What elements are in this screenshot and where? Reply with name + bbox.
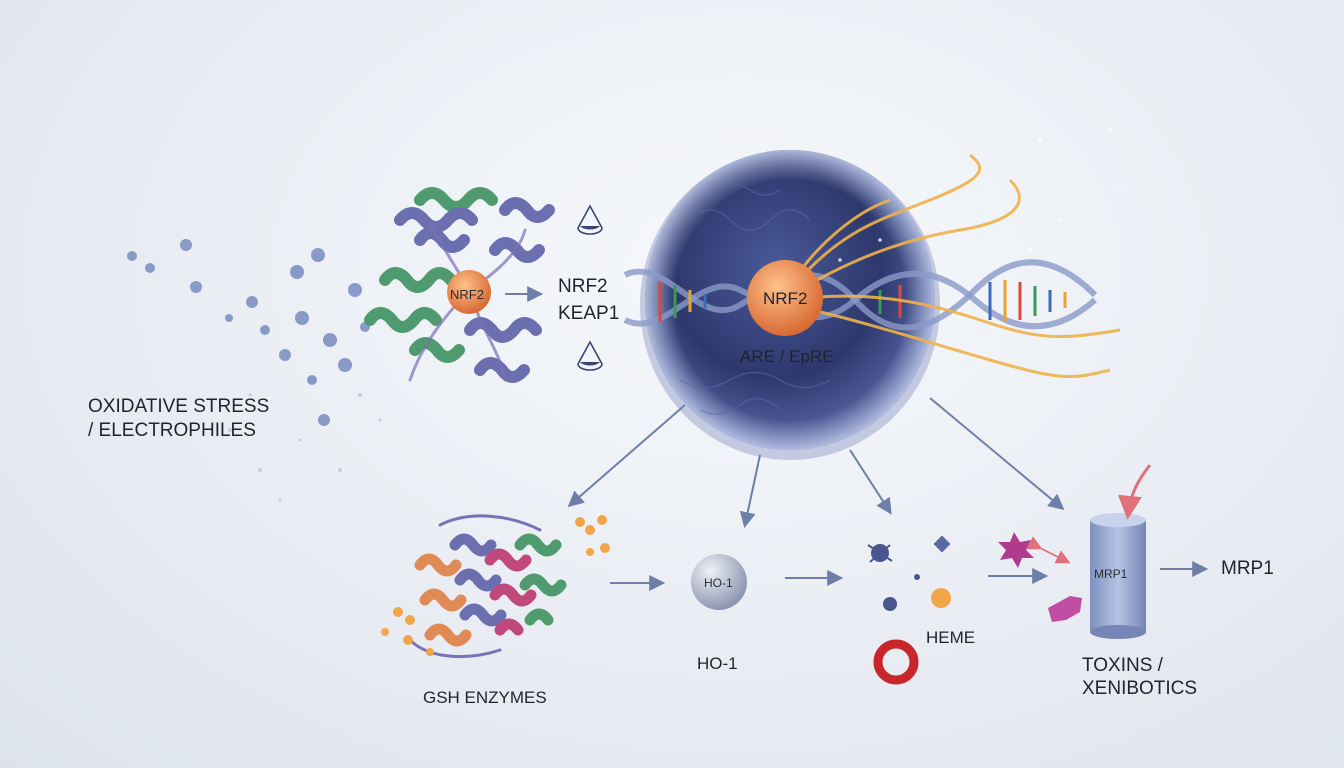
nrf2-nuclear-protein <box>747 260 823 336</box>
keap1-helix-bundle <box>364 187 555 383</box>
export-arrow <box>1117 464 1152 520</box>
nrf2-protein <box>447 270 491 314</box>
ho1-sphere <box>691 554 747 610</box>
xenibotics-label: XENIBOTICS <box>1082 678 1198 699</box>
output-arrows <box>567 397 1209 591</box>
toxin-exchange-arrow <box>1026 536 1071 564</box>
keap1-label: KEAP1 <box>558 303 620 324</box>
gsh-small-molecules <box>381 515 610 656</box>
toxin-fragment-icon <box>1048 596 1082 622</box>
droplet-icon-bottom <box>577 340 603 371</box>
gsh-enzyme-bundle <box>408 514 567 659</box>
sparkle-field <box>838 128 1122 262</box>
droplet-icon-top <box>577 204 603 235</box>
heme-label: HEME <box>926 628 976 647</box>
heme-ring-icon <box>873 639 919 685</box>
dna-helix <box>623 259 1098 331</box>
mrp1-label: MRP1 <box>1221 558 1274 579</box>
nrf2-side-label: NRF2 <box>558 276 608 297</box>
toxin-star-icon <box>998 532 1034 568</box>
ho1-label: HO-1 <box>697 654 738 673</box>
stress-sparkles <box>228 393 382 502</box>
are-epre-label: ARE / EpRE <box>740 347 834 366</box>
ho1-inner-label: HO-1 <box>704 576 733 590</box>
nrf2-nucleus-label: NRF2 <box>763 289 808 308</box>
stress-molecules <box>127 239 370 426</box>
mrna-strands <box>788 153 1121 379</box>
nrf2-center-label: NRF2 <box>450 287 484 302</box>
oxidative-stress-label: OXIDATIVE STRESS <box>88 396 270 417</box>
heme-particles <box>867 535 951 611</box>
gsh-enzymes-label: GSH ENZYMES <box>423 688 547 707</box>
electrophiles-label: / ELECTROPHILES <box>88 420 256 441</box>
toxins-label: TOXINS / <box>1082 655 1163 676</box>
mrp1-inner-label: MRP1 <box>1094 567 1128 581</box>
